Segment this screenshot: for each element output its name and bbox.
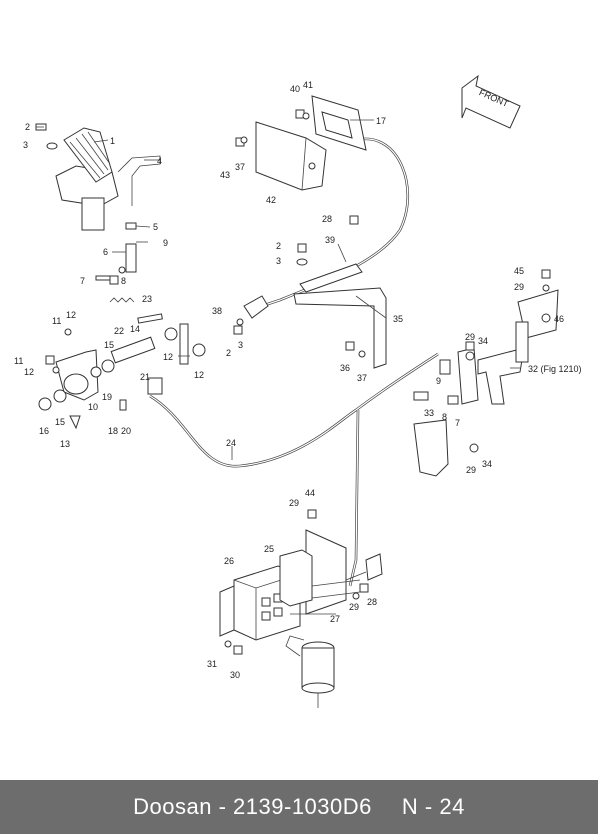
callout-39: 39 <box>325 235 335 245</box>
callout-1: 1 <box>110 136 115 146</box>
page-footer: Doosan - 2139-1030D6 N - 24 <box>0 780 598 834</box>
callout-9: 9 <box>163 238 168 248</box>
callout-29-b: 29 <box>465 332 475 342</box>
front-direction-arrow: FRONT <box>461 74 521 129</box>
callout-18: 18 <box>108 426 118 436</box>
callout-12-c: 12 <box>163 352 173 362</box>
callout-16: 16 <box>39 426 49 436</box>
callout-11-b: 11 <box>14 356 23 366</box>
callout-29-d: 29 <box>289 498 299 508</box>
part-reference: Doosan - 2139-1030D6 <box>133 794 372 819</box>
callout-43: 43 <box>220 170 230 180</box>
callout-6: 6 <box>103 247 108 257</box>
callout-28-b: 28 <box>367 597 377 607</box>
callout-12-b: 12 <box>24 367 34 377</box>
cover-box-42 <box>255 121 327 191</box>
callout-8: 8 <box>121 276 126 286</box>
right-linkage-assembly <box>413 289 559 477</box>
callout-7: 7 <box>80 276 85 286</box>
callout-8-b: 8 <box>442 412 447 422</box>
fasteners <box>35 109 551 655</box>
callout-14: 14 <box>130 324 140 334</box>
callout-35: 35 <box>393 314 403 324</box>
callout-29-a: 29 <box>514 282 524 292</box>
callout-15-a: 15 <box>104 340 114 350</box>
callout-31: 31 <box>207 659 217 669</box>
callout-45: 45 <box>514 266 524 276</box>
callout-34-a: 34 <box>478 336 488 346</box>
callout-9-b: 9 <box>436 376 441 386</box>
callout-21: 21 <box>140 372 150 382</box>
throttle-cable <box>149 352 439 587</box>
callout-2-c: 2 <box>226 348 231 358</box>
callout-19: 19 <box>102 392 112 402</box>
pedal-bracket-assembly <box>38 323 206 430</box>
callout-37-a: 37 <box>235 162 245 172</box>
callout-20: 20 <box>121 426 131 436</box>
callout-17: 17 <box>376 116 386 126</box>
leader-lines <box>36 119 520 615</box>
callout-32: 32 (Fig 1210) <box>528 364 582 374</box>
callout-5: 5 <box>153 222 158 232</box>
page-number: N - 24 <box>401 794 465 819</box>
callout-29-e: 29 <box>349 602 359 612</box>
callout-30: 30 <box>230 670 240 680</box>
callout-3-b: 3 <box>276 256 281 266</box>
callout-26: 26 <box>224 556 234 566</box>
cable-bracket-17 <box>311 95 367 151</box>
callout-27: 27 <box>330 614 340 624</box>
callout-4: 4 <box>157 156 162 166</box>
callout-23: 23 <box>142 294 152 304</box>
callout-44: 44 <box>305 488 315 498</box>
callout-2-b: 2 <box>276 241 281 251</box>
callout-46: 46 <box>554 314 564 324</box>
callout-15-b: 15 <box>55 417 65 427</box>
callout-33: 33 <box>424 408 434 418</box>
callout-24: 24 <box>226 438 236 448</box>
accelerator-pedal <box>55 127 161 231</box>
callout-36: 36 <box>340 363 350 373</box>
callout-28-a: 28 <box>322 214 332 224</box>
callout-29-c: 29 <box>466 465 476 475</box>
exploded-parts-diagram: FRONT <box>14 74 582 708</box>
bracket-35 <box>293 263 387 369</box>
callout-labels: 1 2 3 4 5 6 7 8 9 10 11 11 12 12 12 12 1… <box>14 80 582 680</box>
solenoid-25 <box>279 549 313 607</box>
callout-13: 13 <box>60 439 70 449</box>
callout-38: 38 <box>212 306 222 316</box>
callout-40: 40 <box>290 84 300 94</box>
callout-11-a: 11 <box>52 316 61 326</box>
callout-10: 10 <box>88 402 98 412</box>
callout-2: 2 <box>25 122 30 132</box>
actuator-cylinder <box>285 635 335 708</box>
callout-3: 3 <box>23 140 28 150</box>
callout-3-c: 3 <box>238 340 243 350</box>
callout-12-d: 12 <box>194 370 204 380</box>
callout-12-a: 12 <box>66 310 76 320</box>
callout-37-b: 37 <box>357 373 367 383</box>
pedal-linkage-parts <box>95 222 163 364</box>
callout-34-b: 34 <box>482 459 492 469</box>
callout-42: 42 <box>266 195 276 205</box>
callout-7-b: 7 <box>455 418 460 428</box>
callout-25: 25 <box>264 544 274 554</box>
callout-41: 41 <box>303 80 313 90</box>
callout-22: 22 <box>114 326 124 336</box>
